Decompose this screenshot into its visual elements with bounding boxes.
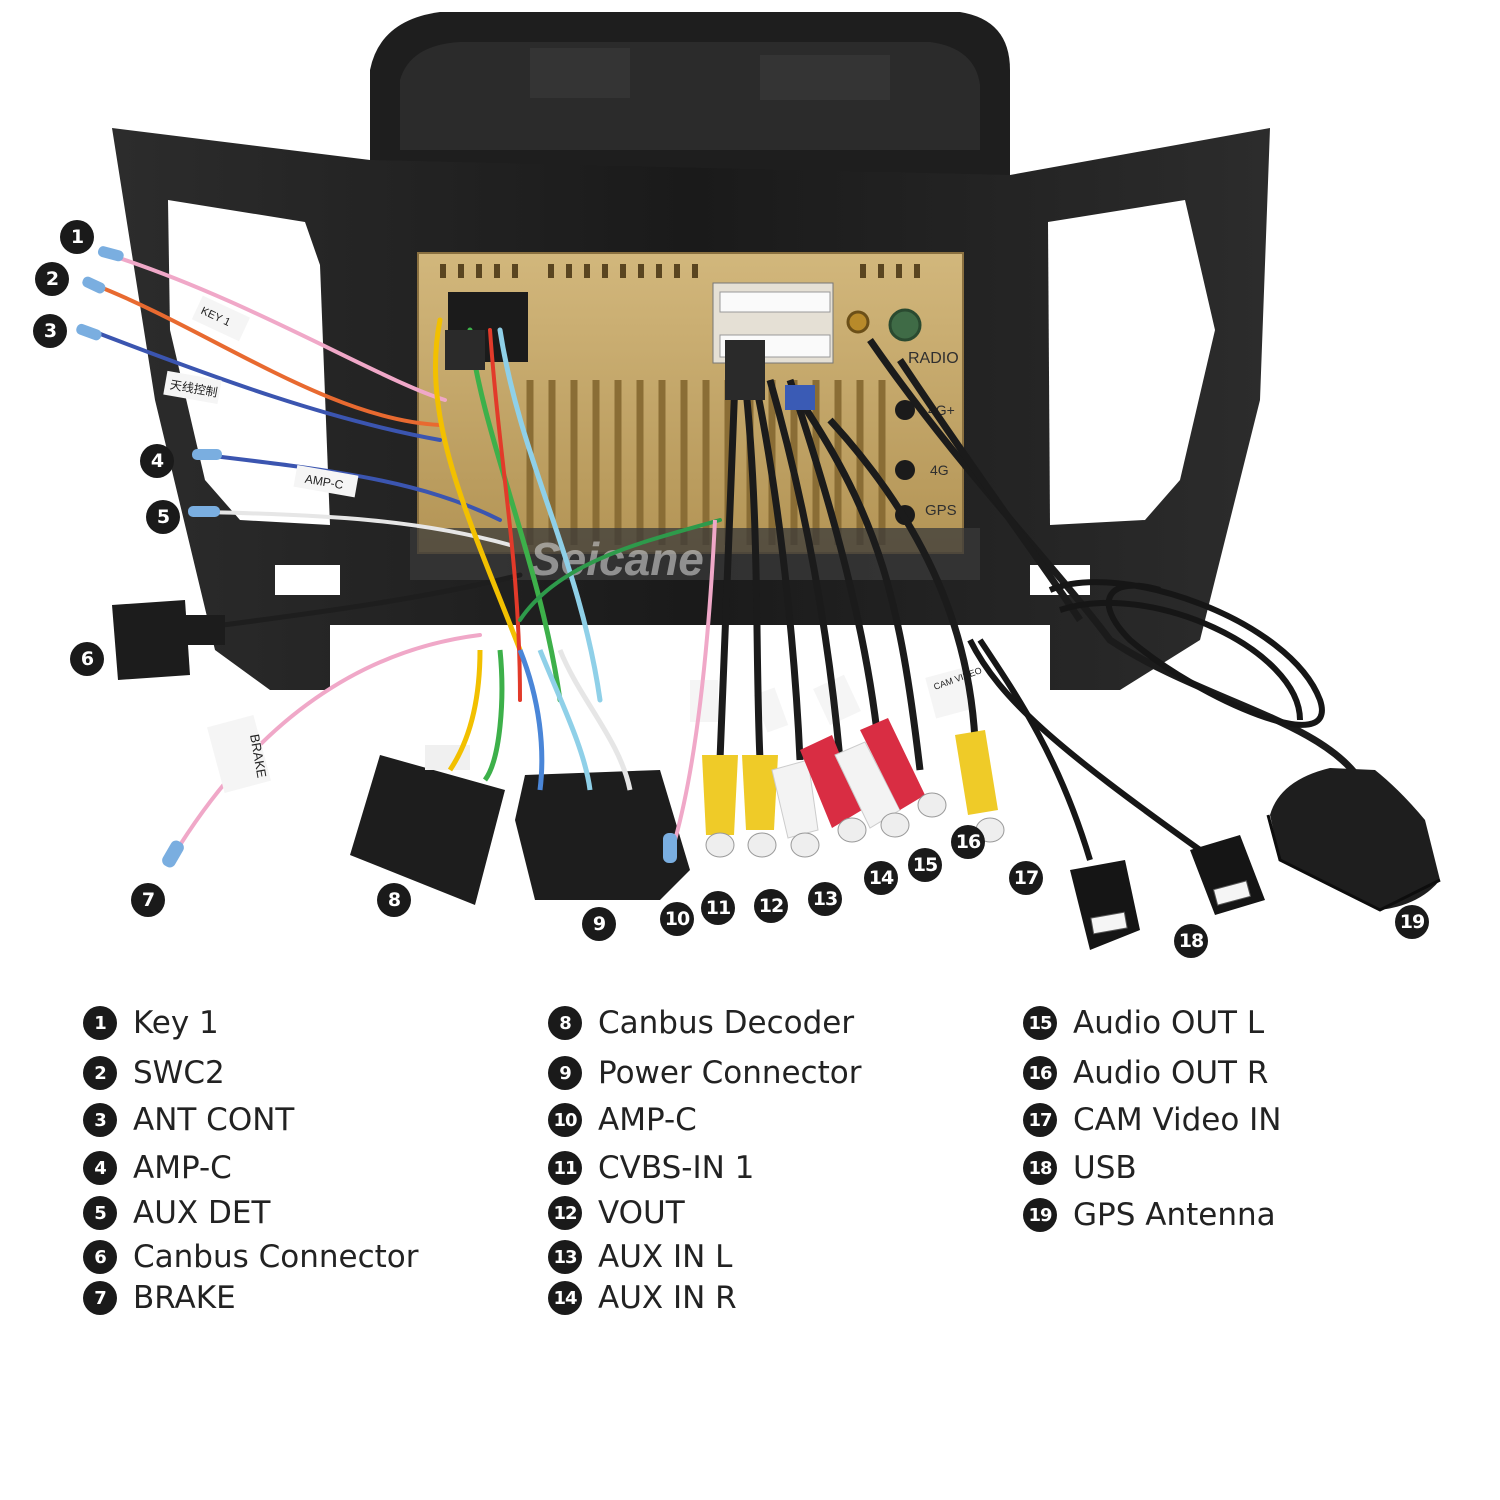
legend-label: BRAKE (133, 1280, 236, 1316)
product-illustration: RADIO 4G+ 4G GPS Seicane KEY 1 天线控制 AMP-… (76, 12, 1441, 950)
legend-item: 5 AUX DET (83, 1195, 270, 1231)
legend-item: 9 Power Connector (548, 1055, 861, 1091)
legend-number: 18 (1023, 1151, 1057, 1185)
legend-label: Audio OUT L (1073, 1005, 1265, 1041)
legend-item: 3 ANT CONT (83, 1102, 294, 1138)
legend-label: Power Connector (598, 1055, 862, 1091)
legend-item: 12 VOUT (548, 1195, 685, 1231)
callout-6: 6 (70, 642, 104, 676)
callout-8: 8 (377, 883, 411, 917)
legend-item: 2 SWC2 (83, 1055, 225, 1091)
watermark: Seicane (530, 533, 704, 585)
callout-9: 9 (582, 907, 616, 941)
legend-item: 18 USB (1023, 1150, 1137, 1186)
callout-12: 12 (754, 889, 788, 923)
legend-number: 1 (83, 1006, 117, 1040)
legend-item: 7 BRAKE (83, 1280, 236, 1316)
legend-item: 4 AMP-C (83, 1150, 232, 1186)
callout-5: 5 (146, 500, 180, 534)
legend-number: 3 (83, 1103, 117, 1137)
gps-antenna (1270, 768, 1440, 910)
callout-4: 4 (140, 444, 174, 478)
callout-13: 13 (808, 882, 842, 916)
legend-label: Canbus Decoder (598, 1005, 855, 1041)
legend-number: 6 (83, 1240, 117, 1274)
callout-17: 17 (1009, 861, 1043, 895)
legend-label: Audio OUT R (1073, 1055, 1269, 1091)
right-vent (1048, 200, 1215, 525)
legend-number: 14 (548, 1281, 582, 1315)
legend-item: 17 CAM Video IN (1023, 1102, 1282, 1138)
legend-number: 7 (83, 1281, 117, 1315)
callout-19: 19 (1395, 905, 1429, 939)
left-vent (168, 200, 330, 525)
legend-number: 8 (548, 1006, 582, 1040)
legend-item: 10 AMP-C (548, 1102, 697, 1138)
legend-item: 19 GPS Antenna (1023, 1197, 1276, 1233)
legend-label: GPS Antenna (1073, 1197, 1276, 1233)
legend-label: CVBS-IN 1 (598, 1150, 755, 1186)
legend-number: 10 (548, 1103, 582, 1137)
callout-11: 11 (701, 891, 735, 925)
port-radio-label: RADIO (908, 350, 959, 367)
legend-number: 12 (548, 1196, 582, 1230)
tag-amp-c: AMP-C (304, 472, 345, 493)
legend-item: 13 AUX IN L (548, 1239, 732, 1275)
legend-number: 17 (1023, 1103, 1057, 1137)
chassis-vents (440, 264, 920, 278)
legend-number: 13 (548, 1240, 582, 1274)
callout-18: 18 (1174, 924, 1208, 958)
legend-item: 6 Canbus Connector (83, 1239, 419, 1275)
legend-number: 15 (1023, 1006, 1057, 1040)
legend-number: 5 (83, 1196, 117, 1230)
legend-label: SWC2 (133, 1055, 225, 1091)
callout-7: 7 (131, 883, 165, 917)
callout-16: 16 (951, 825, 985, 859)
callout-15: 15 (908, 848, 942, 882)
callout-3: 3 (33, 314, 67, 348)
callout-2: 2 (35, 262, 69, 296)
legend-label: AMP-C (133, 1150, 232, 1186)
rca-plugs (702, 718, 1005, 858)
legend-label: Key 1 (133, 1005, 219, 1041)
legend-item: 15 Audio OUT L (1023, 1005, 1264, 1041)
callout-1: 1 (60, 220, 94, 254)
legend-label: AUX IN R (598, 1280, 737, 1316)
port-gps-label: GPS (925, 502, 957, 519)
legend-item: 1 Key 1 (83, 1005, 219, 1041)
legend-number: 19 (1023, 1198, 1057, 1232)
legend-number: 2 (83, 1056, 117, 1090)
legend-item: 14 AUX IN R (548, 1280, 737, 1316)
legend-label: AUX DET (133, 1195, 271, 1231)
legend-number: 9 (548, 1056, 582, 1090)
legend-item: 8 Canbus Decoder (548, 1005, 854, 1041)
radio-port (888, 308, 922, 342)
usb-plug-1 (1070, 860, 1140, 950)
legend-number: 11 (548, 1151, 582, 1185)
legend-item: 11 CVBS-IN 1 (548, 1150, 754, 1186)
legend-label: CAM Video IN (1073, 1102, 1282, 1138)
legend-label: AUX IN L (598, 1239, 733, 1275)
legend-label: Canbus Connector (133, 1239, 419, 1275)
legend-label: AMP-C (598, 1102, 697, 1138)
legend-label: VOUT (598, 1195, 685, 1231)
legend-label: USB (1073, 1150, 1137, 1186)
callout-10: 10 (660, 902, 694, 936)
legend-label: ANT CONT (133, 1102, 295, 1138)
callout-14: 14 (864, 861, 898, 895)
legend-number: 16 (1023, 1056, 1057, 1090)
legend-number: 4 (83, 1151, 117, 1185)
port-4g-label: 4G (930, 462, 949, 478)
legend-item: 16 Audio OUT R (1023, 1055, 1268, 1091)
